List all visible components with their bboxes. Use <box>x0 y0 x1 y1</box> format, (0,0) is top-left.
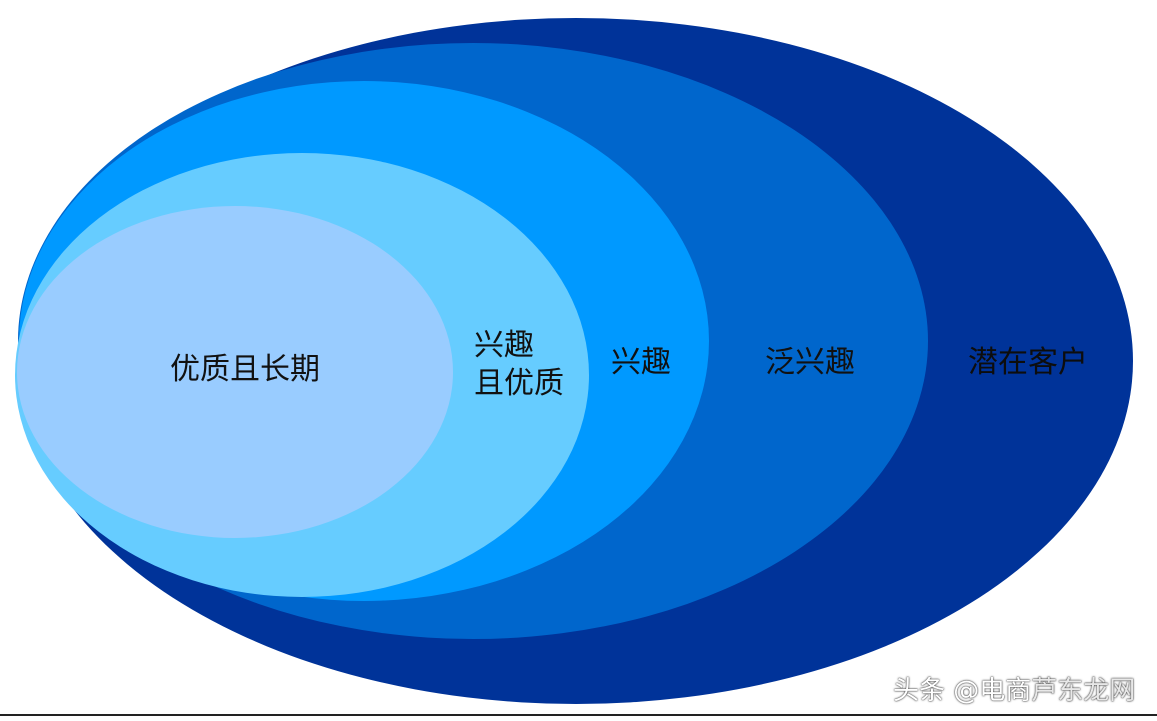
label-broad-interest: 泛兴趣 <box>765 345 855 380</box>
label-interest-quality-line2: 且优质 <box>474 366 564 401</box>
label-interest-quality-line1: 兴趣 <box>474 328 534 363</box>
label-interest: 兴趣 <box>611 345 671 380</box>
label-potential-customers: 潜在客户 <box>968 345 1088 380</box>
label-quality-long-term: 优质且长期 <box>170 352 320 387</box>
bottom-divider <box>0 714 1157 716</box>
watermark: 头条 @电商芦东龙网 <box>893 676 1136 706</box>
ring-quality-long-term <box>17 206 453 538</box>
